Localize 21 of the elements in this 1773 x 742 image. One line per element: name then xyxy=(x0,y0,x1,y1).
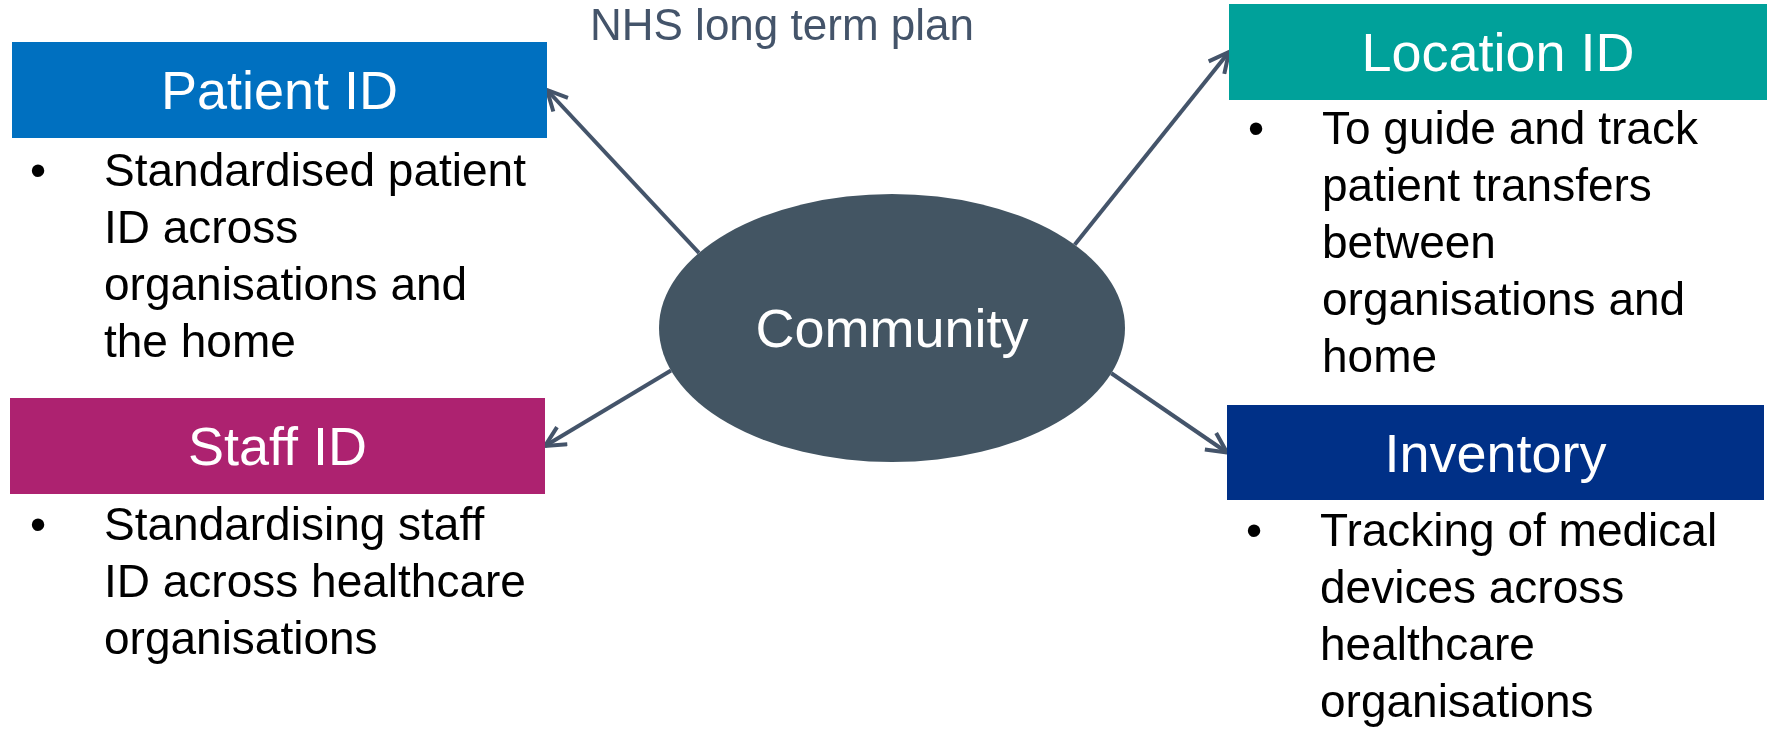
title: NHS long term plan xyxy=(590,0,974,50)
bullet-mark: • xyxy=(1246,503,1263,558)
bullet-mark: • xyxy=(1248,101,1265,156)
arrow xyxy=(1110,371,1229,455)
ellipse-node xyxy=(659,194,1125,462)
box-heading: Location ID xyxy=(1361,21,1635,83)
heading-box xyxy=(1229,4,1767,100)
box-heading: Staff ID xyxy=(187,415,368,477)
bullet-text: Standardising staff ID across healthcare organisations xyxy=(104,497,527,666)
bullet-text: Tracking of medical devices across healthcare organisations xyxy=(1320,503,1719,729)
bullet-mark: • xyxy=(30,143,47,198)
arrow xyxy=(1073,50,1231,247)
heading-box xyxy=(1227,405,1764,500)
bullet-text: Standardised patient ID across organisations and the home xyxy=(104,143,527,369)
heading-box xyxy=(10,398,545,494)
node-label: Community xyxy=(755,297,1029,359)
box-heading: Patient ID xyxy=(160,59,399,121)
bullet-mark: • xyxy=(30,497,47,552)
box-heading: Inventory xyxy=(1384,421,1607,484)
bullet-text: To guide and track patient transfers between organisations and home xyxy=(1322,101,1699,384)
heading-box xyxy=(12,42,547,138)
